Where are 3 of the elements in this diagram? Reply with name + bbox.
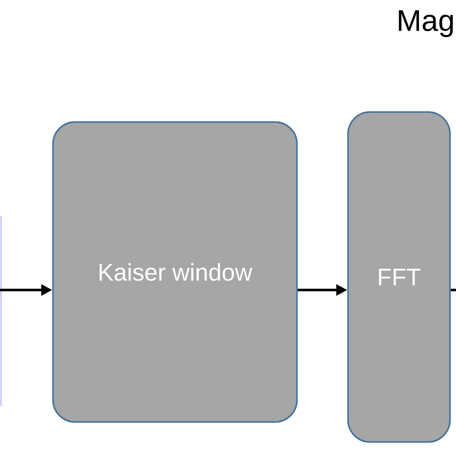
process-box: FFT xyxy=(347,111,451,443)
process-box: Kaiser window xyxy=(52,121,298,423)
heading-text: Mag xyxy=(398,10,453,38)
